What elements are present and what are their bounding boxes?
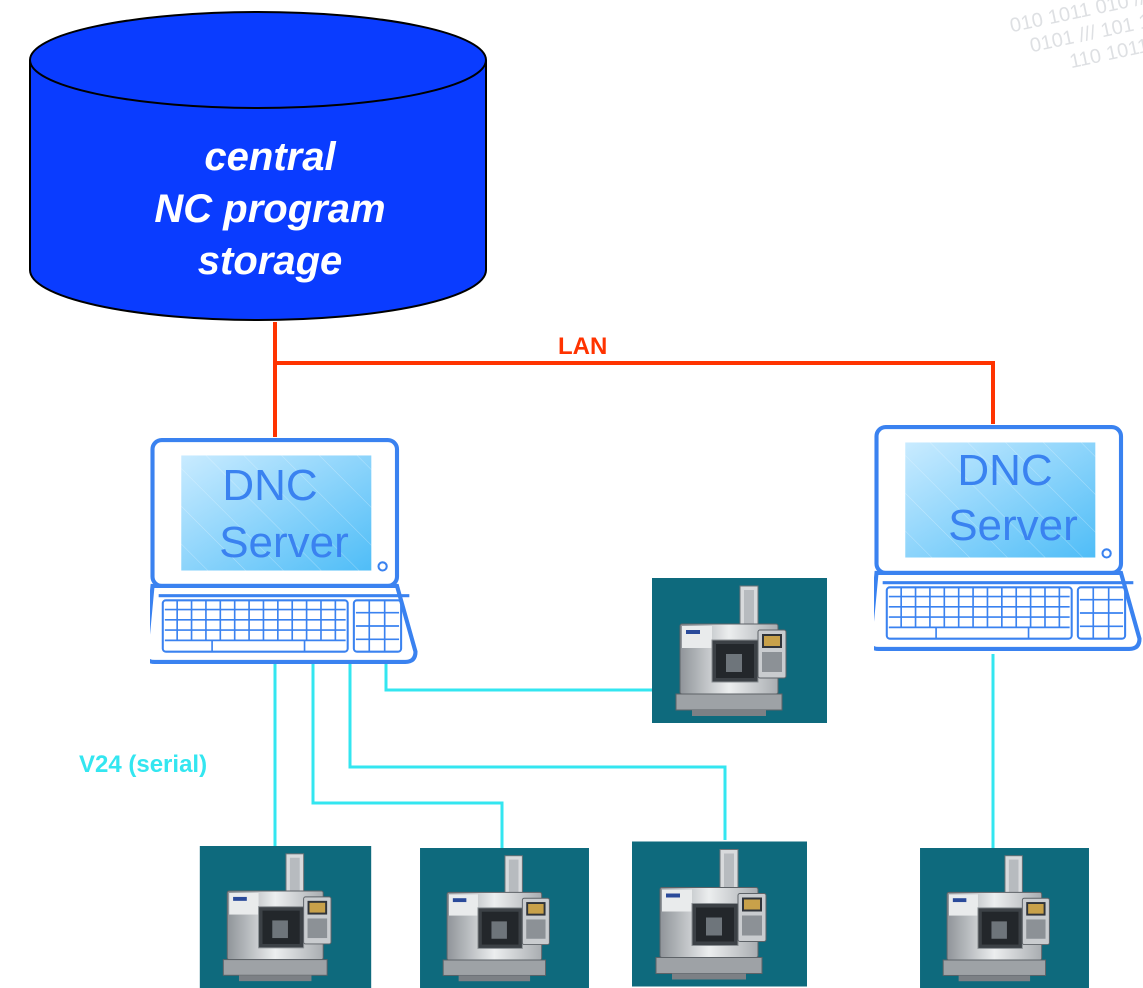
- serial-line-3: [348, 663, 727, 840]
- dnc-server-right: DNC Server: [870, 427, 1139, 649]
- cnc-machine-icon: [919, 848, 1090, 988]
- dnc-server-left: DNC Server: [146, 440, 415, 662]
- server-left-label-line-2: Server: [219, 518, 349, 567]
- cnc-machine-icon: [199, 846, 372, 988]
- lan-label: LAN: [558, 333, 607, 360]
- serial-connections: [273, 654, 995, 848]
- cnc-machine-icon: [652, 578, 827, 723]
- serial-label: V24 (serial): [79, 751, 207, 778]
- cnc-machine-icon: [419, 848, 590, 988]
- server-right-label-line-2: Server: [948, 501, 1078, 550]
- lan-line-to-right-server: [275, 361, 995, 424]
- storage-label-line-1: central: [204, 135, 336, 179]
- cnc-machine-icon: [632, 840, 807, 988]
- server-left-label-line-1: DNC: [222, 461, 317, 510]
- central-storage-cylinder: central NC program storage: [29, 11, 487, 321]
- serial-line-2: [311, 663, 504, 848]
- storage-label-line-3: storage: [198, 239, 343, 283]
- binary-watermark: 010 1011 010 /// 0101 /// 101 110 110 10…: [1008, 0, 1143, 73]
- server-right-label-line-1: DNC: [957, 446, 1052, 495]
- lan-connection: [273, 322, 995, 437]
- storage-label-line-2: NC program: [154, 187, 385, 231]
- serial-line-4: [384, 663, 652, 692]
